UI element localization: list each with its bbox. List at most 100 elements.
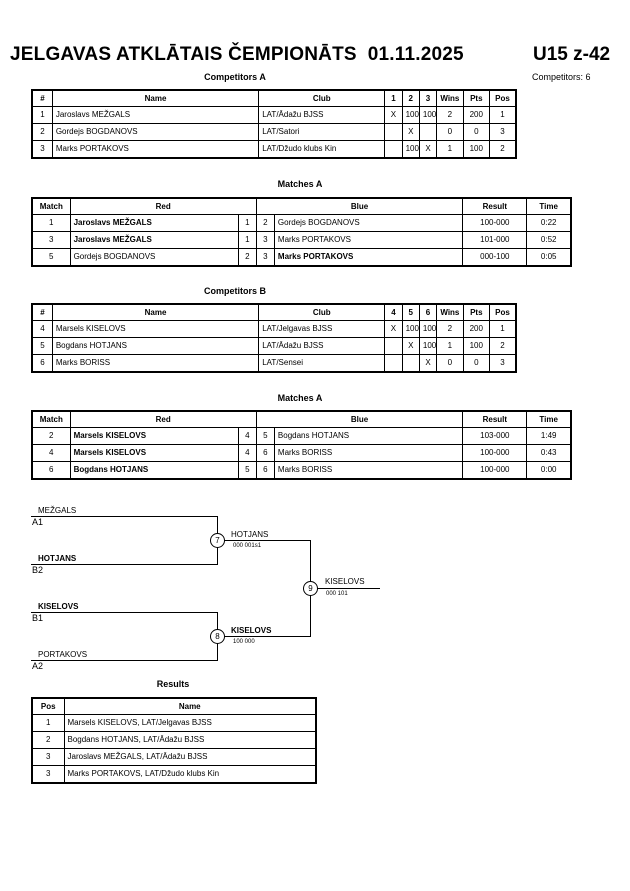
bracket-slot-2-seed: B2 bbox=[32, 565, 44, 575]
column-header: Blue bbox=[255, 410, 464, 428]
column-header: 6 bbox=[418, 303, 438, 321]
competitors-a-title: Competitors A bbox=[204, 72, 266, 82]
blue-number: 3 bbox=[255, 248, 275, 267]
match-9-score: 000 101 bbox=[326, 591, 348, 597]
match-number: 6 bbox=[31, 461, 71, 480]
match-7-score: 000 001s1 bbox=[233, 543, 262, 549]
match-time: 0:22 bbox=[526, 214, 572, 232]
table-cell: 2 bbox=[489, 337, 517, 355]
table-cell: 200 bbox=[462, 320, 491, 338]
match-number: 5 bbox=[31, 248, 71, 267]
table-cell: 0 bbox=[436, 123, 464, 141]
table-cell: Marsels KISELOVS bbox=[51, 320, 260, 338]
matches-a-title: Matches A bbox=[277, 179, 323, 189]
result-position: 3 bbox=[31, 765, 65, 784]
blue-number: 5 bbox=[255, 427, 275, 445]
column-header: Time bbox=[526, 197, 572, 215]
table-cell: 100 bbox=[418, 106, 438, 124]
table-cell: 100 bbox=[401, 140, 420, 159]
column-header: 2 bbox=[401, 89, 420, 107]
bracket-slot-4-name: PORTAKOVS bbox=[38, 650, 88, 659]
bracket-slot-4-seed: A2 bbox=[32, 661, 44, 671]
blue-competitor: Bogdans HOTJANS bbox=[273, 427, 464, 445]
bracket-line bbox=[217, 540, 311, 541]
result-name: Bogdans HOTJANS, LAT/Ādažu BJSS bbox=[63, 731, 317, 749]
column-header: # bbox=[31, 303, 53, 321]
table-cell: LAT/Satori bbox=[258, 123, 386, 141]
results-title: Results bbox=[156, 679, 190, 689]
column-header: Wins bbox=[436, 89, 464, 107]
table-cell: 5 bbox=[31, 337, 53, 355]
blue-number: 6 bbox=[255, 461, 275, 480]
blue-number: 3 bbox=[255, 231, 275, 249]
table-cell: 6 bbox=[31, 354, 53, 373]
match-7-winner: HOTJANS bbox=[231, 530, 269, 539]
column-header: Pos bbox=[489, 89, 517, 107]
blue-competitor: Gordejs BOGDANOVS bbox=[273, 214, 464, 232]
column-header: Red bbox=[69, 197, 257, 215]
match-result: 103-000 bbox=[462, 427, 528, 445]
column-header: Club bbox=[258, 303, 386, 321]
table-cell: 3 bbox=[31, 140, 53, 159]
category-label: U15 z-42 bbox=[533, 44, 611, 65]
red-number: 1 bbox=[237, 214, 257, 232]
column-header: 1 bbox=[384, 89, 403, 107]
match-time: 0:43 bbox=[526, 444, 572, 462]
competitors-count: Competitors: 6 bbox=[532, 72, 591, 82]
event-date: 01.11.2025 bbox=[367, 44, 464, 65]
table-cell: X bbox=[418, 354, 438, 373]
column-header: Wins bbox=[436, 303, 464, 321]
column-header: 4 bbox=[384, 303, 403, 321]
red-number: 4 bbox=[237, 427, 257, 445]
table-cell: 200 bbox=[462, 106, 491, 124]
table-cell bbox=[384, 354, 403, 373]
match-9-winner: KISELOVS bbox=[325, 577, 365, 586]
bracket-slot-1-name: MEŽGALS bbox=[38, 506, 77, 515]
bracket-line bbox=[31, 612, 218, 613]
red-competitor: Bogdans HOTJANS bbox=[69, 461, 239, 480]
table-cell: X bbox=[418, 140, 438, 159]
column-header: Pos bbox=[489, 303, 517, 321]
column-header: Pts bbox=[462, 303, 491, 321]
table-cell: Gordejs BOGDANOVS bbox=[51, 123, 260, 141]
blue-number: 6 bbox=[255, 444, 275, 462]
table-cell: Marks BORISS bbox=[51, 354, 260, 373]
bracket-slot-2-name: HOTJANS bbox=[38, 554, 77, 563]
table-cell bbox=[384, 140, 403, 159]
column-header: Match bbox=[31, 410, 71, 428]
match-result: 000-100 bbox=[462, 248, 528, 267]
column-header: Time bbox=[526, 410, 572, 428]
column-header: Name bbox=[63, 697, 317, 715]
match-8-winner: KISELOVS bbox=[231, 626, 272, 635]
table-cell: X bbox=[401, 123, 420, 141]
bracket-slot-1-seed: A1 bbox=[32, 517, 44, 527]
table-cell: 2 bbox=[436, 106, 464, 124]
column-header: 3 bbox=[418, 89, 438, 107]
column-header: Club bbox=[258, 89, 386, 107]
event-title: JELGAVAS ATKLĀTAIS ČEMPIONĀTS 01.11.2025 bbox=[10, 44, 464, 66]
table-cell: 1 bbox=[31, 106, 53, 124]
table-cell: LAT/Ādažu BJSS bbox=[258, 337, 386, 355]
result-position: 3 bbox=[31, 748, 65, 766]
match-time: 0:05 bbox=[526, 248, 572, 267]
table-cell: 100 bbox=[418, 337, 438, 355]
table-cell: 4 bbox=[31, 320, 53, 338]
column-header: Match bbox=[31, 197, 71, 215]
table-cell: LAT/Ādažu BJSS bbox=[258, 106, 386, 124]
